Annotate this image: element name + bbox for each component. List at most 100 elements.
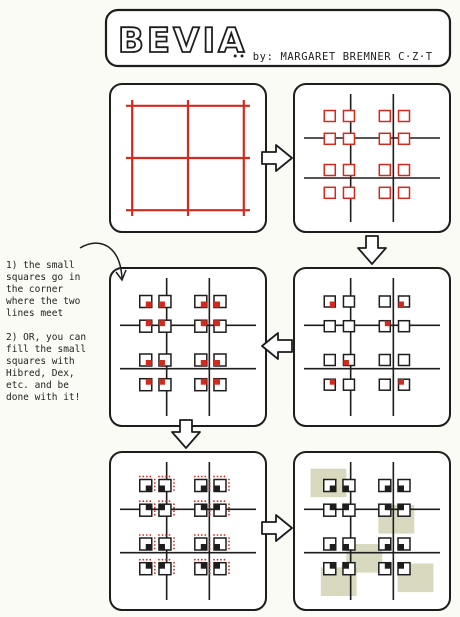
corner-fill bbox=[145, 378, 152, 385]
corner-fill bbox=[158, 485, 165, 492]
red-dot bbox=[153, 503, 156, 506]
red-dot bbox=[145, 534, 148, 536]
red-dot bbox=[149, 534, 152, 536]
corner-fill bbox=[342, 544, 349, 550]
red-dot bbox=[153, 489, 156, 491]
corner-fill bbox=[329, 562, 336, 569]
corner-fill bbox=[145, 301, 152, 308]
red-dot bbox=[208, 489, 211, 491]
corner-fill bbox=[398, 562, 404, 569]
red-dot bbox=[173, 513, 175, 516]
note-line: Hibred, Dex, bbox=[6, 368, 75, 379]
step-panel-4 bbox=[109, 267, 267, 427]
red-dot bbox=[173, 537, 175, 539]
red-dot bbox=[173, 482, 175, 484]
red-dot bbox=[173, 561, 175, 564]
red-dot bbox=[228, 568, 230, 571]
small-square bbox=[397, 186, 411, 200]
red-dot bbox=[200, 475, 203, 478]
small-square bbox=[323, 319, 337, 333]
small-square bbox=[342, 109, 356, 123]
note-line: etc. and be bbox=[6, 380, 69, 391]
red-dot bbox=[161, 534, 164, 536]
red-dot bbox=[168, 475, 171, 478]
red-dot bbox=[200, 558, 203, 561]
small-square bbox=[378, 132, 392, 146]
small-square bbox=[342, 186, 356, 200]
red-dot bbox=[161, 558, 164, 561]
red-dot bbox=[173, 503, 175, 506]
red-dot bbox=[228, 478, 230, 481]
red-dot bbox=[220, 558, 222, 561]
red-dot bbox=[193, 500, 196, 503]
red-dot bbox=[153, 506, 156, 509]
red-dot bbox=[223, 534, 226, 536]
step-panel-5 bbox=[109, 451, 267, 611]
red-dot bbox=[197, 500, 200, 503]
red-dot bbox=[153, 540, 156, 543]
red-dot bbox=[149, 558, 152, 561]
step-panel-3 bbox=[293, 267, 451, 427]
red-dot bbox=[228, 482, 230, 484]
red-dot bbox=[165, 534, 167, 536]
red-dot bbox=[208, 506, 211, 509]
small-square bbox=[323, 163, 337, 177]
red-dot bbox=[216, 534, 219, 536]
red-dot bbox=[208, 540, 211, 543]
step-arrows bbox=[171, 144, 387, 542]
red-dot bbox=[228, 506, 230, 509]
small-square bbox=[378, 163, 392, 177]
red-dot bbox=[145, 558, 148, 561]
red-dot bbox=[165, 475, 167, 478]
red-dot bbox=[228, 547, 230, 550]
note-line: lines meet bbox=[6, 308, 63, 319]
red-dot bbox=[228, 565, 230, 568]
corner-fill bbox=[329, 544, 336, 550]
red-dot bbox=[193, 558, 196, 561]
red-dot bbox=[153, 513, 156, 516]
red-dot bbox=[208, 478, 211, 481]
red-dot bbox=[216, 500, 219, 503]
small-square bbox=[378, 109, 392, 123]
red-dot bbox=[223, 500, 226, 503]
red-dot bbox=[228, 485, 230, 488]
corner-fill bbox=[342, 562, 349, 569]
small-square bbox=[378, 186, 392, 200]
small-square bbox=[378, 378, 392, 391]
step-panel-2 bbox=[293, 83, 451, 233]
corner-fill bbox=[200, 485, 207, 492]
small-square bbox=[342, 378, 356, 391]
panel-frame bbox=[109, 451, 267, 611]
red-dot bbox=[173, 568, 175, 571]
red-dot bbox=[142, 500, 145, 503]
red-dot bbox=[228, 513, 230, 516]
red-dot bbox=[228, 572, 230, 575]
red-dot bbox=[228, 544, 230, 546]
red-dot bbox=[208, 503, 211, 506]
corner-fill bbox=[329, 301, 336, 307]
red-dot bbox=[200, 500, 203, 503]
red-dot bbox=[228, 537, 230, 539]
small-square bbox=[397, 163, 411, 177]
red-dot bbox=[153, 561, 156, 564]
corner-fill bbox=[214, 504, 220, 511]
red-dot bbox=[153, 544, 156, 546]
red-dot bbox=[173, 544, 175, 546]
curved-pointer-arrow bbox=[79, 242, 123, 279]
red-dot bbox=[220, 534, 222, 536]
red-dot bbox=[138, 558, 141, 561]
note-line: fill the small bbox=[6, 344, 86, 355]
red-dot bbox=[208, 485, 211, 488]
small-square bbox=[342, 295, 356, 308]
corner-fill bbox=[200, 504, 207, 511]
red-dot bbox=[153, 485, 156, 488]
small-square bbox=[397, 319, 411, 333]
corner-fill bbox=[398, 544, 404, 550]
red-dot bbox=[168, 500, 171, 503]
corner-fill bbox=[200, 562, 207, 569]
red-dot bbox=[197, 475, 200, 478]
red-dot bbox=[142, 558, 145, 561]
corner-fill bbox=[329, 379, 336, 385]
